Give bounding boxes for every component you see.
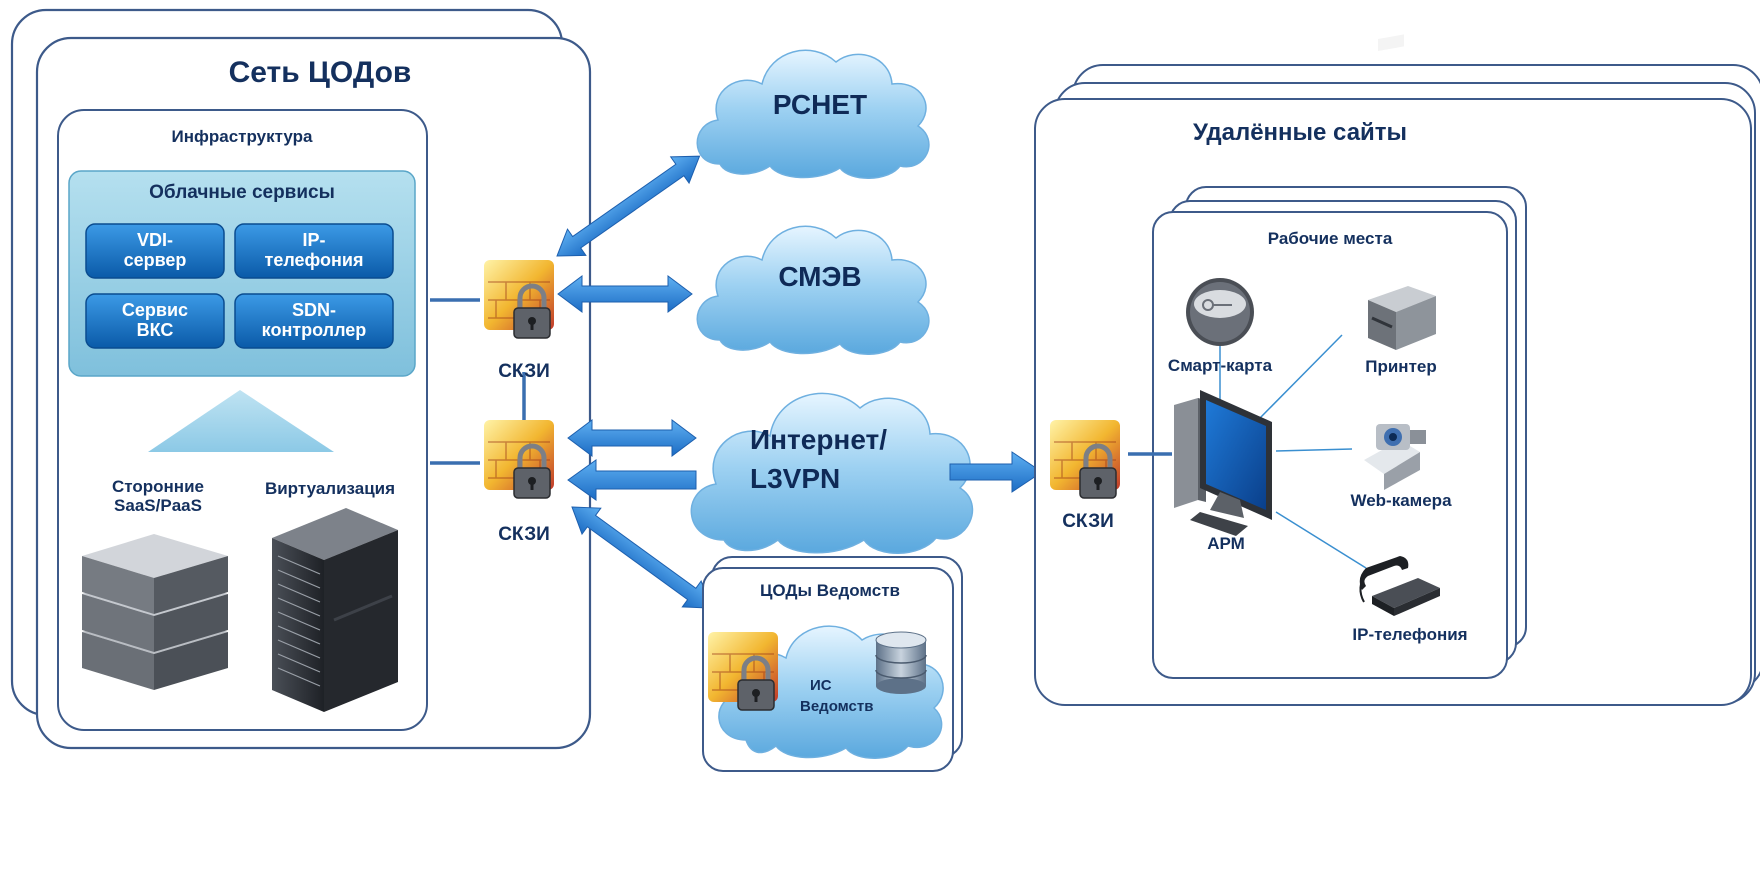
agency-is-line1: ИС <box>810 677 832 694</box>
ip-telephony-button[interactable]: IP- телефония <box>235 224 393 278</box>
printer-icon <box>1368 34 1436 350</box>
vdi-server-label-1: VDI- <box>137 230 173 251</box>
internet-label-line1: Интернет/ <box>750 424 888 455</box>
remote-crypto-icon <box>1050 420 1120 498</box>
saas-label-line2: SaaS/PaaS <box>114 495 202 515</box>
dc-network-title: Сеть ЦОДов <box>228 56 412 89</box>
vks-service-label-1: Сервис <box>121 300 189 321</box>
smartcard-label: Смарт-карта <box>1167 356 1273 375</box>
sdn-controller-label-1: SDN- <box>292 300 336 321</box>
agencies-crypto-icon <box>708 632 778 710</box>
ip-telephony-label-1: IP- <box>302 230 326 251</box>
agencies-title: ЦОДы Ведомств <box>759 581 901 600</box>
ip-phone-icon <box>1359 556 1440 616</box>
internet-label-line2: L3VPN <box>750 462 841 494</box>
remote-sites-title: Удалённые сайты <box>1192 119 1408 146</box>
crypto-bottom-icon <box>484 420 554 498</box>
saas-server-stack-icon <box>82 534 228 690</box>
crypto-top-icon <box>484 260 554 338</box>
arm-workstation-icon <box>1174 390 1272 536</box>
vks-service-button[interactable]: Сервис ВКС <box>86 294 224 348</box>
saas-paas-label: Сторонние SaaS/PaaS <box>80 477 236 515</box>
workplaces-title: Рабочие места <box>1267 229 1393 248</box>
remote-crypto-label: СКЗИ <box>1062 511 1114 532</box>
vdi-server-label-2: сервер <box>123 250 187 270</box>
agency-is-line2: Ведомств <box>800 697 874 715</box>
crypto-bottom-label: СКЗИ <box>498 524 550 545</box>
database-icon <box>875 631 927 694</box>
internet-label: Интернет/ L3VPN <box>750 424 920 495</box>
pchet-cloud <box>696 49 930 179</box>
smev-label: СМЭВ <box>778 261 862 292</box>
webcam-label: Web-камера <box>1350 491 1452 510</box>
ip-phone-label: IP-телефония <box>1352 625 1468 644</box>
pchet-label: РСНЕТ <box>772 89 868 120</box>
webcam-icon <box>1364 424 1426 490</box>
printer-label: Принтер <box>1365 357 1437 376</box>
platform-triangle <box>148 390 334 452</box>
virtualization-rack-icon <box>272 508 398 712</box>
agency-is-label: ИС Ведомств <box>800 677 910 715</box>
saas-label-line1: Сторонние <box>112 477 204 496</box>
internet-cloud <box>690 392 974 554</box>
vdi-server-button[interactable]: VDI- сервер <box>86 224 224 278</box>
cloud-service-buttons <box>85 223 394 349</box>
smartcard-icon <box>1186 278 1254 346</box>
sdn-controller-button[interactable]: SDN- контроллер <box>235 294 393 348</box>
smev-cloud <box>696 225 930 355</box>
arm-label: АРМ <box>1207 534 1245 553</box>
crypto-top-label: СКЗИ <box>498 361 550 382</box>
virtualization-label: Виртуализация <box>264 479 396 498</box>
ip-telephony-label-2: телефония <box>264 250 364 270</box>
network-arrows <box>556 155 1043 609</box>
vks-service-label-2: ВКС <box>136 320 174 340</box>
sdn-controller-label-2: контроллер <box>261 320 367 340</box>
infrastructure-label: Инфраструктура <box>171 127 313 146</box>
dc-links <box>430 298 526 465</box>
cloud-services-title: Облачные сервисы <box>149 182 335 203</box>
